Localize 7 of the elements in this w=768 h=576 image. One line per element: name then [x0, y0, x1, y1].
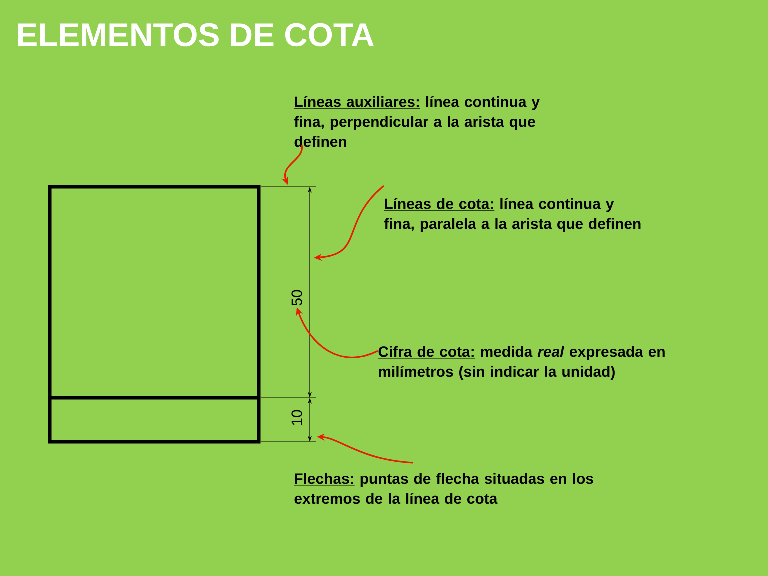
- callout-text: Flechas: puntas de flecha situadas en los extremos de la línea de cota: [294, 473, 594, 504]
- dimension-figure: 50: [292, 290, 302, 306]
- callout-text: Líneas de cota: línea continua y fina, paralela a la arista que definen: [384, 198, 641, 232]
- title: ELEMENTOS DE COTA: [18, 23, 374, 47]
- dimension-figure: 10: [292, 410, 302, 426]
- callout-text: Cifra de cota: medida real expresada en milímetros (sin indicar la unidad): [378, 346, 665, 380]
- callout-text: Líneas auxiliares: línea continua y fina, perpendicular a la arista que definen: [294, 96, 540, 148]
